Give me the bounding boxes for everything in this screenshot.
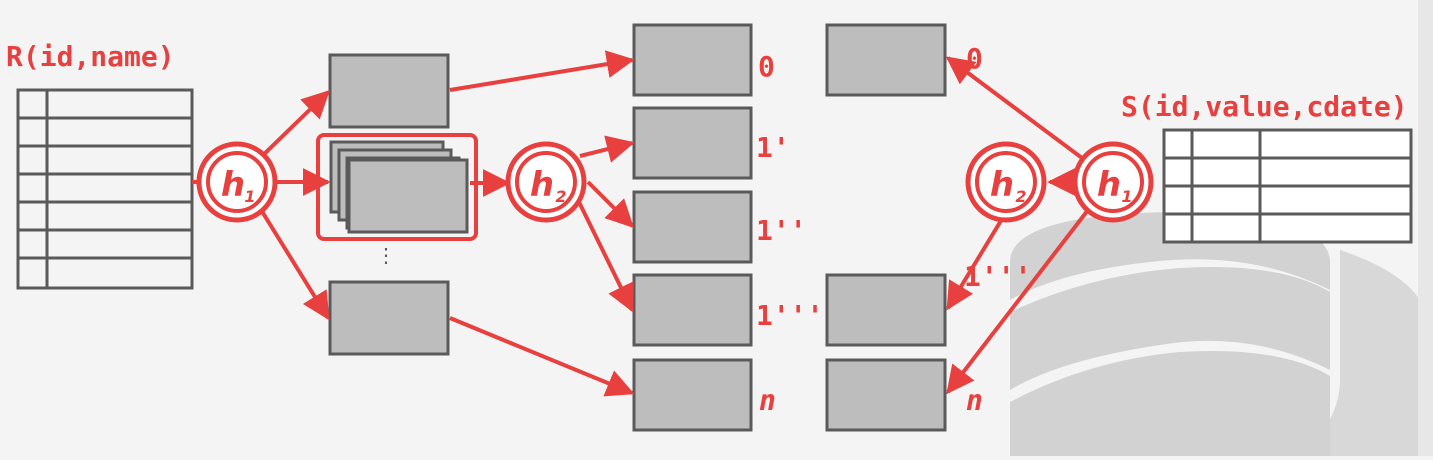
arrows bbox=[192, 50, 1090, 397]
right-bucket-1ppp bbox=[825, 273, 947, 347]
partition-bucket-top bbox=[328, 53, 450, 129]
relation-r-table bbox=[16, 88, 194, 290]
relation-r-title: R(id,name) bbox=[6, 40, 175, 73]
hash-right-h1-symbol: h bbox=[1097, 165, 1121, 205]
right-bucket-label-0: 0 bbox=[966, 42, 983, 75]
right-final-buckets bbox=[825, 23, 947, 432]
left-final-buckets bbox=[632, 23, 753, 432]
hash-right-h1-subscript: 1 bbox=[1121, 187, 1132, 206]
hash-left-h2: h 2 bbox=[505, 141, 587, 223]
hash-right-h2-subscript: 2 bbox=[1015, 187, 1026, 206]
left-bucket-0 bbox=[632, 23, 753, 97]
hash-left-h2-subscript: 2 bbox=[555, 187, 566, 206]
partition-bucket-bottom bbox=[328, 280, 450, 356]
left-bucket-n bbox=[632, 358, 753, 432]
right-bucket-n bbox=[825, 358, 947, 432]
left-bucket-label-0: 0 bbox=[758, 50, 775, 83]
left-bucket-label-1ppp: 1''' bbox=[756, 299, 824, 332]
partition-buckets bbox=[328, 53, 450, 356]
right-bucket-0 bbox=[825, 23, 947, 97]
hash-left-h1-subscript: 1 bbox=[244, 187, 255, 206]
relation-s-table bbox=[1162, 128, 1413, 244]
left-bucket-label-1p: 1' bbox=[756, 131, 790, 164]
left-bucket-1p bbox=[632, 106, 753, 180]
hash-left-h1: h 1 bbox=[196, 141, 278, 223]
ellipsis: ⋮ bbox=[376, 243, 396, 267]
left-bucket-1pp bbox=[632, 190, 753, 264]
hash-right-h2-symbol: h bbox=[990, 165, 1014, 205]
hash-right-h1: h 1 bbox=[1072, 141, 1154, 223]
hash-left-h2-symbol: h bbox=[530, 165, 554, 205]
hash-right-h2: h 2 bbox=[965, 141, 1047, 223]
right-bucket-label-n: n bbox=[966, 384, 983, 417]
overflow-bucket-stack bbox=[316, 133, 478, 241]
left-bucket-1ppp bbox=[632, 273, 753, 347]
left-bucket-label-1pp: 1'' bbox=[756, 214, 807, 247]
hash-left-h1-symbol: h bbox=[221, 165, 245, 205]
left-bucket-label-n: n bbox=[759, 384, 776, 417]
relation-s-title: S(id,value,cdate) bbox=[1121, 90, 1408, 123]
right-bucket-label-1ppp: 1''' bbox=[964, 260, 1032, 293]
